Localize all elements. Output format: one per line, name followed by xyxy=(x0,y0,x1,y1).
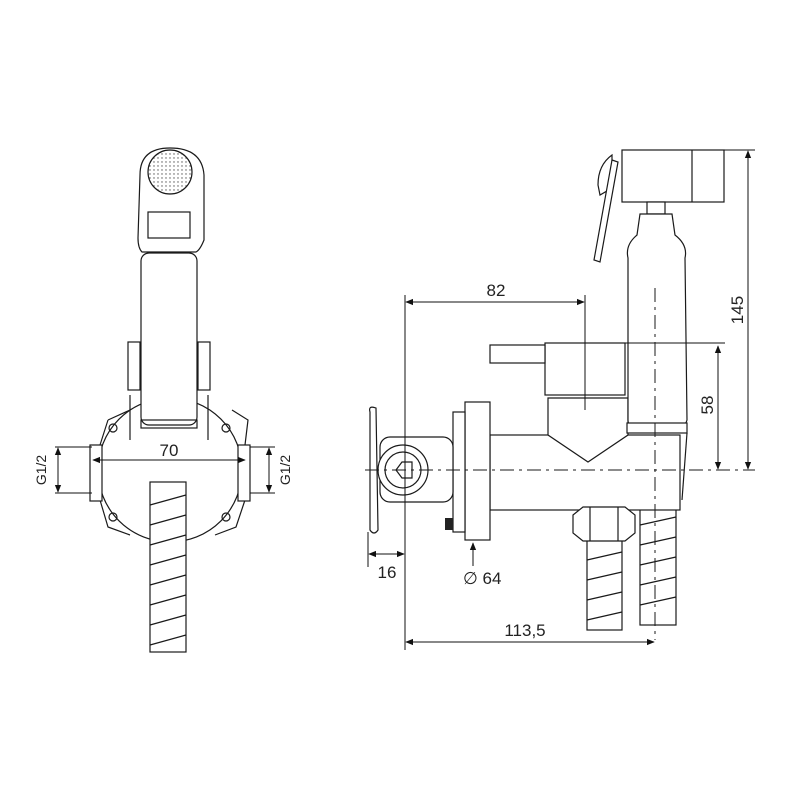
dim-label-g12-left: G1/2 xyxy=(33,455,49,486)
dimension-diameter-64: ∅ 64 xyxy=(463,542,501,588)
dimension-58: 58 xyxy=(625,342,725,470)
dimension-145: 145 xyxy=(724,149,755,470)
spray-head xyxy=(147,149,193,195)
dim-label-g12-right: G1/2 xyxy=(277,455,293,486)
dim-label-113-5: 113,5 xyxy=(504,621,545,640)
dimension-thread-left: G1/2 xyxy=(33,446,92,494)
valve-body xyxy=(369,342,681,542)
dimension-113-5: 113,5 xyxy=(405,621,655,646)
dim-label-145: 145 xyxy=(728,296,747,324)
hose-side xyxy=(586,504,677,631)
side-view: 82 145 58 16 ∅ 64 113,5 xyxy=(365,149,755,650)
dim-label-82: 82 xyxy=(487,281,506,300)
dim-label-58: 58 xyxy=(698,396,717,415)
hand-shower-front xyxy=(127,147,211,440)
hand-shower-side xyxy=(593,149,725,501)
dimension-82: 82 xyxy=(404,281,586,650)
dimension-16: 16 xyxy=(367,532,405,582)
dimension-width-70: 70 xyxy=(92,441,246,464)
dim-label-70: 70 xyxy=(160,441,179,460)
centerlines xyxy=(365,288,755,640)
hose-front xyxy=(149,481,187,653)
dimension-thread-right: G1/2 xyxy=(250,446,293,494)
front-view: 70 G1/2 G1/2 xyxy=(33,147,293,653)
dim-label-diameter-64: ∅ 64 xyxy=(463,569,501,588)
dim-label-16: 16 xyxy=(378,563,397,582)
